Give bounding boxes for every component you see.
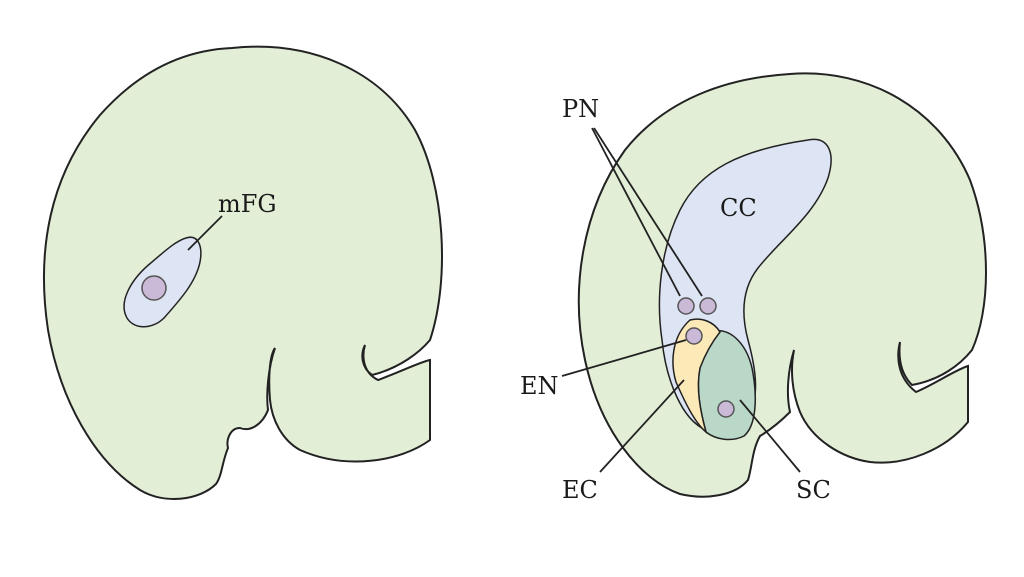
left-ovule-body [43,45,443,500]
label-cc: CC [720,194,757,222]
label-en: EN [520,372,559,400]
pn-leader-line-1 [591,127,681,297]
ec-leader-line [599,379,685,473]
egg-cell [672,318,721,435]
synergid-nucleus [717,400,735,418]
egg-nucleus [685,327,703,345]
right-ovule-panel: PN CC EN EC SC [520,72,987,504]
pn-leader-line-2 [593,127,703,297]
mfg-leader-line [187,215,223,251]
label-sc: SC [796,476,831,504]
label-mfg: mFG [218,190,277,218]
right-ovule-body [577,72,987,498]
label-pn: PN [562,95,599,123]
megagametophyte-nucleus [141,275,167,301]
polar-nucleus-1 [677,297,695,315]
sc-leader-line [739,399,801,473]
label-ec: EC [562,476,598,504]
polar-nucleus-2 [699,297,717,315]
left-ovule-panel: mFG [43,45,443,500]
en-leader-line [561,339,687,377]
